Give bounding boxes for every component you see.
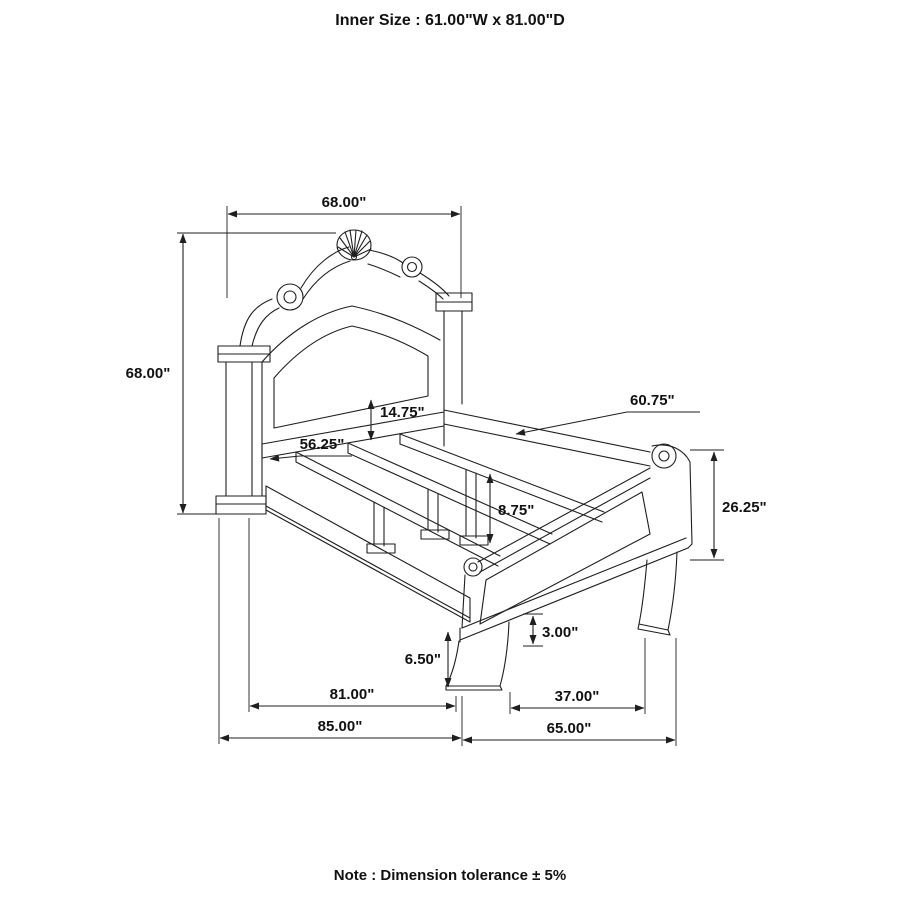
dim-footboard-width-label: 65.00" — [547, 720, 592, 737]
headboard-right-post — [443, 310, 463, 447]
headboard-panel — [261, 305, 445, 459]
dim-rail-offset: 14.75" — [367, 399, 425, 441]
footboard-near-foot — [445, 621, 510, 691]
dim-rail-offset-label: 14.75" — [380, 404, 425, 421]
bed-line-art — [215, 229, 693, 691]
near-side-rail — [265, 485, 471, 623]
dim-inner-depth: 81.00" — [249, 686, 456, 710]
footboard — [445, 443, 693, 691]
dim-footboard-width: 65.00" — [462, 720, 676, 744]
dim-inner-depth-label: 81.00" — [330, 686, 375, 703]
dim-footboard-clearance-label: 3.00" — [542, 624, 578, 641]
dim-footboard-height-label: 26.25" — [722, 499, 767, 516]
witness-lines — [177, 206, 677, 746]
dim-headboard-width: 68.00" — [227, 194, 461, 218]
fan-ornament-icon — [336, 229, 372, 261]
footboard-far-foot — [637, 551, 678, 636]
dim-footboard-height: 26.25" — [690, 449, 767, 561]
slat-rails — [295, 433, 605, 567]
dim-headboard-height: 68.00" — [126, 233, 187, 514]
dim-slat-leg-height: 8.75" — [486, 473, 534, 544]
dim-rail-clearance-label: 6.50" — [405, 651, 441, 668]
dim-overall-depth-label: 85.00" — [318, 718, 363, 735]
dim-footboard-leg-span: 37.00" — [510, 688, 645, 712]
dim-overall-depth: 85.00" — [219, 718, 462, 742]
dim-headboard-width-label: 68.00" — [322, 194, 367, 211]
tolerance-note: Note : Dimension tolerance ± 5% — [333, 867, 567, 884]
dim-rail-clearance: 6.50" — [405, 631, 452, 688]
dim-footboard-leg-span-label: 37.00" — [555, 688, 600, 705]
dim-footboard-clearance: 3.00" — [523, 613, 578, 647]
dim-inner-rail-length-label: 56.25" — [300, 436, 345, 453]
far-side-rail — [443, 409, 651, 467]
headboard-left-post — [215, 345, 271, 515]
headboard-crown — [239, 229, 473, 347]
dim-slat-leg-height-label: 8.75" — [498, 502, 534, 519]
dim-inner-rail-length: 56.25" — [269, 436, 352, 462]
dim-slat-length-label: 60.75" — [630, 392, 675, 409]
dim-headboard-height-label: 68.00" — [126, 365, 171, 382]
dim-slat-length: 60.75" — [515, 392, 700, 436]
inner-size-title: Inner Size : 61.00"W x 81.00"D — [335, 12, 565, 29]
